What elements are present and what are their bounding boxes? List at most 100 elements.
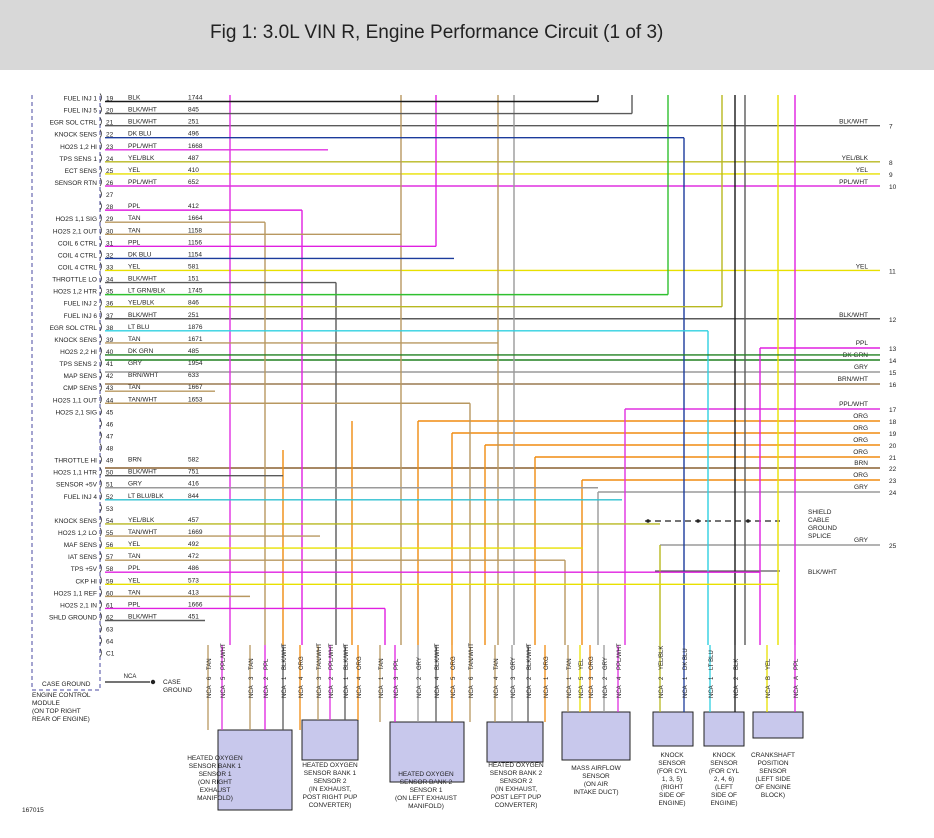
ecm-pin-label: KNOCK SENS — [54, 518, 97, 525]
header-bar: Fig 1: 3.0L VIN R, Engine Performance Ci… — [0, 0, 934, 70]
right-lead-color: BLK/WHT — [808, 569, 837, 576]
pin-bracket — [99, 358, 102, 368]
circuit-number: 1667 — [188, 384, 203, 391]
pin-bracket — [99, 274, 102, 283]
ecm-pin-label: KNOCK SENS — [54, 337, 97, 344]
component-pin-color: ORG — [544, 656, 550, 670]
wire-color-label: YEL — [128, 167, 141, 174]
component-pin-color: BLK — [734, 659, 740, 670]
ecm-pin-label: HO2S 1,1 HTR — [53, 470, 97, 477]
ecm-pin-label: COIL 6 CTRL — [58, 240, 98, 247]
pin-number: 37 — [106, 313, 114, 320]
pin-bracket — [99, 117, 102, 126]
wire-color-label: DK GRN — [128, 348, 154, 355]
pin-bracket — [99, 262, 102, 271]
component-label: 2, 4, 6) — [714, 776, 734, 783]
right-lead-color: ORG — [853, 437, 868, 444]
wire-color-label: GRY — [128, 481, 143, 488]
ecm-pin-label: HO2S 1,1 OUT — [53, 397, 97, 404]
component-label: (RIGHT — [661, 784, 683, 791]
component-pin-number: 6 — [207, 676, 213, 680]
circuit-number: 1876 — [188, 324, 203, 331]
circuit-number: 1158 — [188, 227, 202, 234]
component-pin-color: TAN — [379, 658, 385, 670]
component-pin-number: 1 — [567, 676, 573, 680]
right-lead-number: 14 — [889, 358, 897, 365]
ecm-pin-label: KNOCK SENS — [54, 132, 97, 139]
circuit-number: 1664 — [188, 215, 203, 222]
nca-label: NCA — [435, 685, 441, 698]
pin-bracket — [99, 455, 102, 464]
right-lead-color: BRN/WHT — [838, 376, 868, 383]
circuit-number: 751 — [188, 469, 199, 476]
circuit-number: 1671 — [188, 336, 203, 343]
pin-bracket — [99, 93, 102, 102]
pin-number: 39 — [106, 337, 114, 344]
pin-bracket — [99, 527, 102, 537]
pin-number: 28 — [106, 204, 114, 211]
component-label: EXHAUST — [200, 787, 231, 794]
pin-bracket — [99, 238, 102, 247]
pin-number: 40 — [106, 349, 114, 356]
component-pin-number: 1 — [379, 676, 385, 680]
pin-bracket — [99, 129, 102, 138]
nca-label: NCA — [659, 685, 665, 698]
splice-dot — [646, 519, 650, 523]
pin-number: 33 — [106, 264, 114, 271]
pin-number: 56 — [106, 542, 114, 549]
component-label: SENSOR — [658, 760, 686, 767]
ecm-pin-label: HO2S 1,2 HTR — [53, 289, 97, 296]
ecm-pin-label: HO2S 1,1 SIG — [55, 216, 97, 223]
component-pin-color: ORG — [589, 656, 595, 670]
diagram-id: 167015 — [22, 807, 44, 814]
component-pin-number: 2 — [659, 676, 665, 680]
nca-label: NCA — [221, 685, 227, 698]
component-label: ENGINE) — [658, 800, 685, 807]
component-pin-number: 5 — [451, 676, 457, 680]
pin-number: 64 — [106, 639, 114, 646]
component-label: (FOR CYL — [657, 768, 688, 775]
nca-label: NCA — [451, 685, 457, 698]
pin-number: 60 — [106, 590, 114, 597]
circuit-number: 652 — [188, 179, 199, 186]
component-pin-color: TAN/WHT — [317, 643, 323, 670]
pin-number: 46 — [106, 421, 114, 428]
wire-color-label: BLK/WHT — [128, 107, 157, 114]
component-label: (ON LEFT EXHAUST — [395, 795, 457, 802]
circuit-number: 1154 — [188, 251, 202, 258]
case-ground-label: CASE — [163, 679, 181, 686]
right-lead-color: ORG — [853, 425, 868, 432]
component-pin-color: TAN — [207, 658, 213, 670]
pin-number: 41 — [106, 361, 114, 368]
nca-label: NCA — [329, 685, 335, 698]
pin-number: 61 — [106, 602, 114, 609]
right-lead-color: PPL/WHT — [839, 401, 868, 408]
pin-bracket — [99, 201, 102, 211]
component-pin-color: LT BLU — [709, 650, 715, 670]
wire-color-label: TAN — [128, 384, 141, 391]
ecm-pin-label: THROTTLE LO — [52, 277, 97, 284]
right-lead-color: GRY — [854, 484, 869, 491]
pin-number: 21 — [106, 120, 114, 127]
pin-bracket — [99, 286, 102, 295]
right-lead-number: 19 — [889, 431, 897, 438]
component-pin-color: TAN — [567, 658, 573, 670]
splice-dot — [746, 519, 750, 523]
right-lead-number: 9 — [889, 172, 893, 179]
pin-bracket — [99, 310, 102, 319]
pin-bracket — [99, 226, 102, 235]
nca-label: NCA — [357, 685, 363, 698]
pin-bracket — [99, 141, 102, 151]
component-body — [652, 711, 694, 747]
component-label: KNOCK — [712, 752, 736, 759]
wire-color-label: BLK/WHT — [128, 469, 157, 476]
circuit-number: 485 — [188, 348, 199, 355]
right-lead-number: 23 — [889, 478, 897, 485]
wire-color-label: YEL/BLK — [128, 300, 155, 307]
component-pin-number: 2 — [603, 676, 609, 680]
right-lead-number: 22 — [889, 466, 897, 473]
pin-number: C1 — [106, 651, 115, 658]
component-label: POSITION — [757, 760, 788, 767]
wire-color-label: TAN — [128, 215, 141, 222]
component-label: (LEFT — [715, 784, 733, 791]
